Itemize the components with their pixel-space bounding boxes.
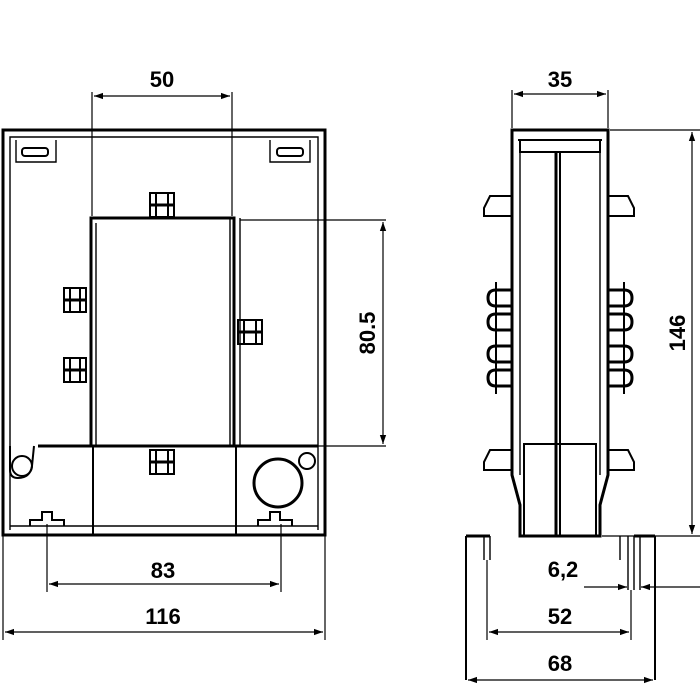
dim-window-width-label: 50 — [150, 67, 174, 92]
primary-window — [89, 216, 236, 448]
dim-side-base-width-label: 68 — [548, 651, 572, 676]
dim-front-mounting-pitch: 83 — [46, 524, 282, 592]
side-clips-left — [486, 282, 512, 394]
side-flange-top-left — [483, 195, 512, 217]
dim-window-height-label: 80.5 — [355, 312, 380, 355]
clip-right — [237, 319, 263, 345]
side-flange-bottom-left — [483, 449, 512, 471]
side-clips-right — [608, 282, 634, 394]
clip-top — [149, 192, 175, 218]
top-left-slot — [15, 140, 57, 163]
side-flange-top-right — [608, 195, 635, 217]
clip-left-2 — [63, 357, 87, 383]
dim-side-slot-width: 6,2 — [548, 557, 700, 591]
side-flange-bottom-right — [608, 449, 635, 471]
dim-side-mounting-pitch: 52 — [486, 560, 632, 640]
top-right-slot — [269, 140, 311, 163]
dim-side-mounting-pitch-label: 52 — [548, 604, 572, 629]
dim-side-depth: 35 — [511, 67, 609, 128]
clip-bottom — [149, 449, 175, 475]
dim-side-overall-height-label: 146 — [665, 315, 690, 352]
dim-window-width: 50 — [91, 67, 233, 216]
dim-window-height: 80.5 — [240, 219, 387, 447]
dim-side-slot-width-label: 6,2 — [548, 557, 579, 582]
dim-side-overall-height: 146 — [602, 129, 700, 537]
front-view: 50 80.5 83 116 — [1, 67, 387, 640]
dim-side-base-width: 68 — [468, 651, 653, 684]
side-base-plate — [465, 536, 656, 680]
dim-front-overall-width-label: 116 — [145, 604, 181, 629]
clip-left-1 — [63, 287, 87, 313]
foot-right — [257, 511, 293, 526]
side-view: 35 146 6,2 52 68 — [465, 67, 700, 684]
dim-front-overall-width: 116 — [2, 536, 326, 640]
dim-side-depth-label: 35 — [548, 67, 572, 92]
terminal-indicator — [298, 452, 316, 470]
front-housing-inner-edge — [9, 136, 319, 530]
foot-left — [29, 511, 65, 526]
corner-hole — [11, 455, 33, 477]
terminal-screw — [252, 457, 304, 509]
dim-front-mounting-pitch-label: 83 — [151, 558, 175, 583]
side-body-outline — [510, 128, 610, 538]
